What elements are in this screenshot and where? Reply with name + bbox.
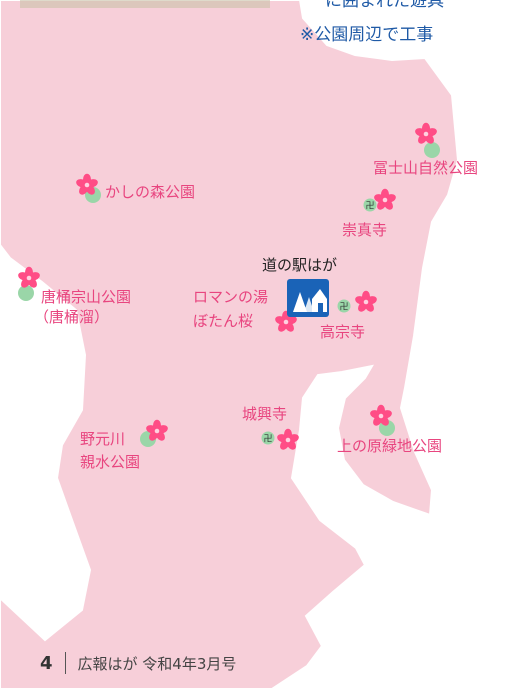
label-karaoke-park: 唐桶宗山公園: [41, 288, 132, 306]
label-nogami-river: 野元川: [80, 430, 126, 448]
footer-divider: [64, 652, 66, 674]
label-sushinji: 崇真寺: [342, 221, 388, 239]
label-uenohara-park: 上の原緑地公園: [337, 437, 443, 455]
label-botan-sakura: ぼたん桜: [193, 312, 254, 330]
temple-manji-icon: [261, 431, 275, 445]
label-michinoeki: 道の駅はが: [262, 256, 338, 274]
label-roman-onsen: ロマンの湯: [193, 288, 269, 306]
green-dot-icon: [424, 142, 440, 158]
label-karaoke-pond: （唐桶溜）: [34, 308, 110, 326]
page-number: 4: [40, 652, 53, 674]
label-kashi-park: かしの森公園: [105, 183, 196, 201]
city-map-shape: [0, 0, 460, 689]
page-footer: 4 広報はが 令和4年3月号: [40, 650, 236, 676]
top-text-line2: ※公園周辺で工事: [300, 25, 434, 45]
roadside-station-icon: [287, 279, 329, 317]
top-text-line1: に囲まれた遊具: [325, 0, 444, 11]
temple-manji-icon: [363, 198, 377, 212]
temple-manji-icon: [337, 299, 351, 313]
publication-name: 広報はが 令和4年3月号: [77, 654, 237, 673]
label-kosoji: 高宗寺: [320, 323, 366, 341]
label-jokoji: 城興寺: [242, 405, 288, 423]
label-fuji-park: 冨士山自然公園: [373, 159, 479, 177]
photo-edge: [20, 0, 270, 8]
label-shinsui-park: 親水公園: [80, 453, 141, 471]
green-dot-icon: [18, 285, 34, 301]
